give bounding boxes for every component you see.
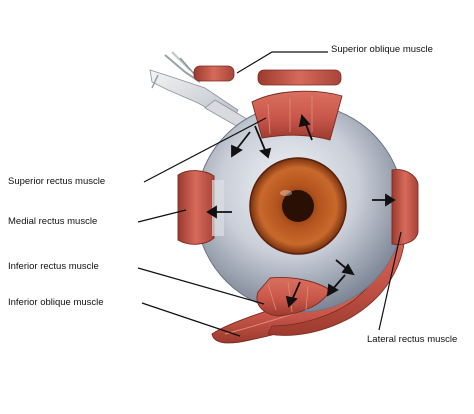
label-medial-rectus: Medial rectus muscle <box>8 216 98 227</box>
label-lateral-rectus: Lateral rectus muscle <box>367 334 458 345</box>
pupil <box>282 190 314 222</box>
lateral-rectus-muscle <box>391 169 419 245</box>
leader-inferior-rectus <box>137 267 265 305</box>
leader-superior-rectus <box>143 117 267 183</box>
label-inferior-rectus: Inferior rectus muscle <box>8 261 99 272</box>
superior-oblique-muscle-belly <box>257 69 342 86</box>
superior-oblique-muscle-end <box>193 65 235 82</box>
leader-inferior-oblique <box>141 302 241 337</box>
label-superior-oblique: Superior oblique muscle <box>331 44 433 55</box>
label-inferior-oblique: Inferior oblique muscle <box>8 297 104 308</box>
superior-rectus-muscle <box>251 90 343 141</box>
leader-superior-oblique <box>236 51 328 74</box>
medial-rectus-muscle <box>177 170 215 245</box>
leader-lateral-rectus <box>378 231 402 331</box>
leader-medial-rectus <box>137 209 187 223</box>
label-superior-rectus: Superior rectus muscle <box>8 176 106 187</box>
action-arrows <box>206 114 396 308</box>
leader-lines <box>137 51 402 337</box>
superior-oblique-tendon <box>149 51 253 129</box>
